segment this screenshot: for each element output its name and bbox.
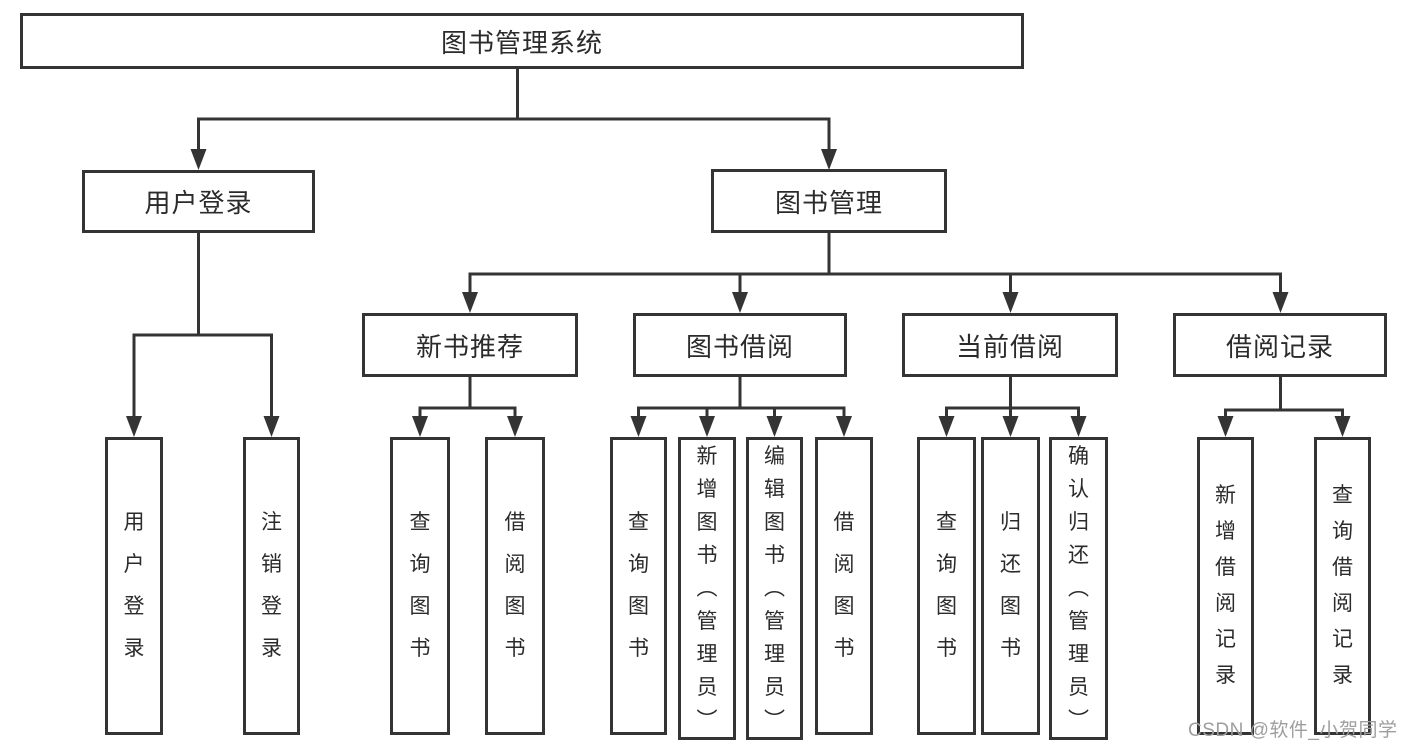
- node-user-login-label: 用户登录: [144, 188, 253, 218]
- leaf-return-books-label: 归 还 图 书: [1000, 511, 1021, 660]
- edge-new-book-recommend-children: [412, 375, 523, 437]
- leaf-add-borrow-record-label: 新 增 借 阅 记 录: [1215, 484, 1236, 687]
- leaf-logout-label: 注 销 登 录: [261, 511, 282, 660]
- edge-user-login-children: [126, 231, 280, 437]
- leaf-query-books-current-label: 查 询 图 书: [936, 511, 957, 660]
- node-book-borrowing: 图书借阅: [633, 313, 847, 377]
- leaf-logout: 注 销 登 录: [243, 437, 300, 735]
- edge-book-borrowing-children: [630, 375, 852, 437]
- node-borrow-records: 借阅记录: [1173, 313, 1387, 377]
- node-root-label: 图书管理系统: [440, 27, 603, 58]
- leaf-query-books-current: 查 询 图 书: [917, 437, 976, 735]
- leaf-edit-books-admin: 编 辑 图 书 ︵ 管 理 员 ︶: [746, 437, 803, 740]
- node-book-management-label: 图书管理: [774, 187, 883, 218]
- node-root: 图书管理系统: [20, 13, 1024, 69]
- leaf-user-login: 用 户 登 录: [105, 437, 163, 735]
- node-new-book-recommend-label: 新书推荐: [415, 331, 524, 362]
- node-book-management: 图书管理: [711, 169, 947, 233]
- leaf-add-books-admin-label: 新 增 图 书 ︵ 管 理 员 ︶: [696, 445, 718, 732]
- node-current-borrowing-label: 当前借阅: [955, 331, 1064, 362]
- leaf-confirm-return-admin-label: 确 认 归 还 ︵ 管 理 员 ︶: [1068, 445, 1089, 732]
- leaf-add-books-admin: 新 增 图 书 ︵ 管 理 员 ︶: [678, 437, 736, 740]
- node-current-borrowing: 当前借阅: [902, 313, 1118, 377]
- leaf-add-borrow-record: 新 增 借 阅 记 录: [1197, 437, 1254, 735]
- node-book-borrowing-label: 图书借阅: [685, 331, 794, 362]
- edge-book-management-groups: [462, 231, 1289, 313]
- leaf-edit-books-admin-label: 编 辑 图 书 ︵ 管 理 员 ︶: [764, 445, 785, 732]
- leaf-user-login-label: 用 户 登 录: [123, 511, 145, 660]
- leaf-borrow-books-borrowing: 借 阅 图 书: [815, 437, 873, 735]
- leaf-query-books-recommend-label: 查 询 图 书: [409, 511, 431, 660]
- leaf-borrow-books-borrowing-label: 借 阅 图 书: [833, 511, 855, 660]
- leaf-query-books-borrowing-label: 查 询 图 书: [628, 511, 649, 660]
- leaf-return-books: 归 还 图 书: [981, 437, 1040, 735]
- edge-root-to-level2: [190, 67, 837, 170]
- edge-current-borrowing-children: [938, 375, 1087, 437]
- leaf-query-borrow-record-label: 查 询 借 阅 记 录: [1332, 484, 1353, 687]
- leaf-query-books-recommend: 查 询 图 书: [390, 437, 450, 735]
- leaf-borrow-books-recommend-label: 借 阅 图 书: [504, 511, 526, 660]
- leaf-query-books-borrowing: 查 询 图 书: [610, 437, 667, 735]
- watermark: CSDN @软件_小贺同学: [1188, 720, 1398, 741]
- leaf-confirm-return-admin: 确 认 归 还 ︵ 管 理 员 ︶: [1049, 437, 1108, 740]
- node-user-login: 用户登录: [82, 170, 315, 233]
- leaf-query-borrow-record: 查 询 借 阅 记 录: [1314, 437, 1371, 735]
- leaf-borrow-books-recommend: 借 阅 图 书: [485, 437, 545, 735]
- node-borrow-records-label: 借阅记录: [1225, 331, 1334, 362]
- edge-borrow-records-children: [1217, 375, 1351, 437]
- node-new-book-recommend: 新书推荐: [362, 313, 578, 377]
